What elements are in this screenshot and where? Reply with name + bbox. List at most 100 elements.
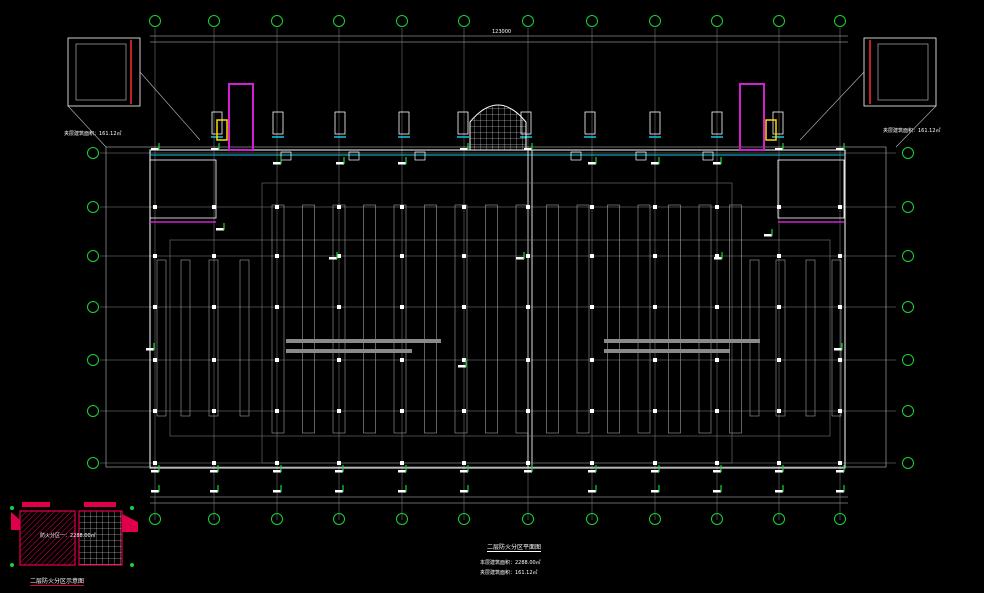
column <box>653 461 657 465</box>
axis-bubble-icon <box>834 513 846 525</box>
column <box>715 205 719 209</box>
column <box>715 254 719 258</box>
column <box>275 461 279 465</box>
keyplan-title: 二层防火分区示意图 <box>30 578 85 586</box>
column <box>462 254 466 258</box>
fire-hydrant-icon <box>588 162 596 165</box>
column <box>275 254 279 258</box>
rack <box>485 204 498 434</box>
column <box>400 409 404 413</box>
fire-hydrant-icon <box>651 162 659 165</box>
rack <box>546 204 559 434</box>
stair-icon <box>149 83 845 223</box>
axis-bubble-icon <box>333 15 345 27</box>
fire-hydrant-icon <box>151 148 159 151</box>
column <box>526 254 530 258</box>
fire-hydrant-icon <box>714 257 722 260</box>
axis-bubble-icon <box>902 457 914 469</box>
column <box>337 358 341 362</box>
column <box>777 205 781 209</box>
fire-hydrant-icon <box>460 490 468 493</box>
axis-grid-lines <box>100 28 896 520</box>
entrance-bays <box>211 111 784 161</box>
column <box>838 205 842 209</box>
rack <box>271 204 285 434</box>
axis-bubble-icon <box>649 15 661 27</box>
dimension-lines <box>150 35 848 504</box>
axis-bubble-icon <box>522 15 534 27</box>
door-bay <box>711 111 723 135</box>
fire-hydrant-icon <box>146 143 845 493</box>
vent-box <box>570 151 582 161</box>
fire-hydrant-icon <box>775 490 783 493</box>
axis-bubble-icon <box>87 250 99 262</box>
column <box>590 254 594 258</box>
axis-bubble-icon <box>902 301 914 313</box>
fire-hydrant-icon <box>516 257 524 260</box>
fire-hydrant-icon <box>458 365 466 368</box>
column <box>462 305 466 309</box>
axis-bubbles <box>87 15 914 525</box>
building-outline <box>105 146 887 469</box>
floor-area-line: 本层建筑面积：2288.00㎡ <box>480 560 541 566</box>
column <box>337 305 341 309</box>
rack <box>424 204 437 434</box>
axis-bubble-icon <box>902 250 914 262</box>
rack <box>363 204 376 434</box>
door-bay <box>334 111 346 135</box>
rack <box>156 259 167 417</box>
rack <box>576 204 590 434</box>
column <box>400 358 404 362</box>
column <box>462 205 466 209</box>
overall-dimension: 123000 <box>492 29 512 35</box>
axis-bubble-icon <box>902 147 914 159</box>
rack <box>637 204 651 434</box>
vent-box <box>702 151 714 161</box>
fire-hydrant-icon <box>210 490 218 493</box>
fire-hydrant-icon <box>210 470 218 473</box>
column <box>400 205 404 209</box>
fire-hydrant-icon <box>713 490 721 493</box>
fire-hydrant-icon <box>146 348 154 351</box>
fire-hydrant-icon <box>460 148 468 151</box>
key-plan <box>10 502 138 567</box>
fire-hydrant-icon <box>398 162 406 165</box>
rack <box>749 259 760 417</box>
column <box>275 358 279 362</box>
door-bay <box>457 111 469 135</box>
column <box>153 358 157 362</box>
rack <box>775 259 786 417</box>
column <box>212 358 216 362</box>
axis-bubble-icon <box>586 15 598 27</box>
rack <box>698 204 712 434</box>
column <box>715 461 719 465</box>
fire-hydrant-icon <box>764 234 772 237</box>
column <box>590 409 594 413</box>
column <box>715 358 719 362</box>
column <box>838 409 842 413</box>
axis-bubble-icon <box>333 513 345 525</box>
fire-hydrant-icon <box>151 470 159 473</box>
fire-hydrant-icon <box>713 162 721 165</box>
fire-hydrant-icon <box>335 490 343 493</box>
vent-box <box>414 151 426 161</box>
fire-hydrant-icon <box>524 470 532 473</box>
detail-inset-left <box>67 37 201 148</box>
rack <box>393 204 407 434</box>
fire-hydrant-icon <box>329 257 337 260</box>
column <box>153 461 157 465</box>
column <box>153 205 157 209</box>
fire-hydrant-icon <box>836 148 844 151</box>
vent-box <box>635 151 647 161</box>
fire-hydrant-icon <box>273 490 281 493</box>
column <box>590 305 594 309</box>
rack <box>607 204 620 434</box>
column <box>526 205 530 209</box>
column <box>153 305 157 309</box>
column <box>653 254 657 258</box>
rack <box>180 259 191 417</box>
fire-hydrant-icon <box>524 148 532 151</box>
rack <box>805 259 816 417</box>
column <box>653 358 657 362</box>
